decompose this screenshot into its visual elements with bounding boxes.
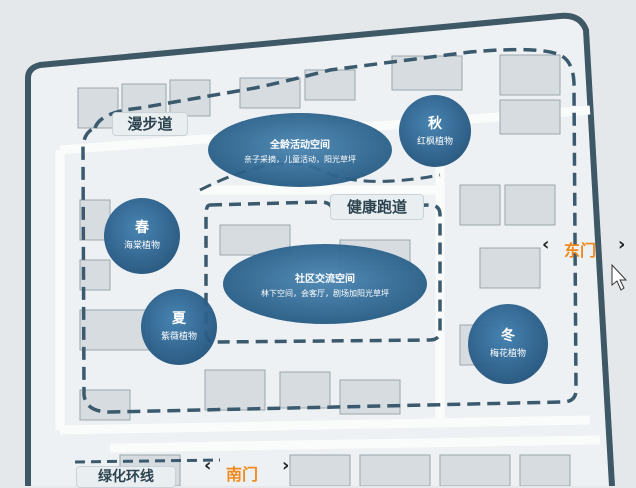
zone-xia-label: 夏 紫薇植物 bbox=[141, 308, 217, 342]
manbudao-path bbox=[81, 47, 578, 414]
east-gate-left-chevron-icon: ‹ bbox=[542, 234, 550, 255]
zone-title: 全龄活动空间 bbox=[270, 140, 330, 151]
zone-desc: 梅花植物 bbox=[489, 349, 526, 359]
south-gate-right-chevron-icon: › bbox=[282, 455, 290, 476]
zone-desc: 紫薇植物 bbox=[160, 332, 197, 342]
zone-qiu-label: 秋 红枫植物 bbox=[399, 113, 471, 147]
zone-dong bbox=[468, 304, 548, 384]
zone-title: 夏 bbox=[172, 311, 186, 327]
zone-quanling bbox=[208, 113, 392, 187]
route-label-manbudao: 漫步道 bbox=[112, 112, 188, 136]
zone-desc: 海棠植物 bbox=[123, 241, 160, 251]
route-label-jiankang: 健康跑道 bbox=[330, 194, 424, 220]
zone-title: 秋 bbox=[428, 116, 442, 132]
zone-title: 冬 bbox=[501, 328, 515, 344]
zone-shequ bbox=[223, 244, 427, 324]
east-gate-label: 东门 bbox=[564, 241, 597, 260]
zone-desc: 红枫植物 bbox=[416, 137, 453, 147]
zone-qiu bbox=[399, 95, 471, 167]
zone-desc: 林下空间，会客厅，剧场加阳光草坪 bbox=[261, 289, 389, 298]
zone-dong-label: 冬 梅花植物 bbox=[468, 325, 548, 359]
zone-chun-label: 春 海棠植物 bbox=[104, 217, 180, 251]
south-gate-left-chevron-icon: ‹ bbox=[204, 455, 212, 476]
east-gate-right-chevron-icon: › bbox=[618, 234, 626, 255]
zone-xia bbox=[141, 289, 217, 365]
zone-title: 社区交流空间 bbox=[295, 274, 355, 285]
pointer-cursor-icon bbox=[611, 263, 628, 291]
zone-shequ-label: 社区交流空间 林下空间，会客厅，剧场加阳光草坪 bbox=[223, 270, 427, 299]
south-gate-label: 南门 bbox=[226, 465, 259, 484]
route-label-lvhua: 绿化环线 bbox=[76, 466, 176, 488]
zone-title: 春 bbox=[135, 220, 149, 236]
zone-desc: 亲子采摘，儿童活动，阳光草坪 bbox=[244, 155, 356, 164]
zone-quanling-label: 全龄活动空间 亲子采摘，儿童活动，阳光草坪 bbox=[208, 136, 392, 165]
lvhua-path bbox=[74, 458, 221, 464]
zone-chun bbox=[104, 198, 180, 274]
